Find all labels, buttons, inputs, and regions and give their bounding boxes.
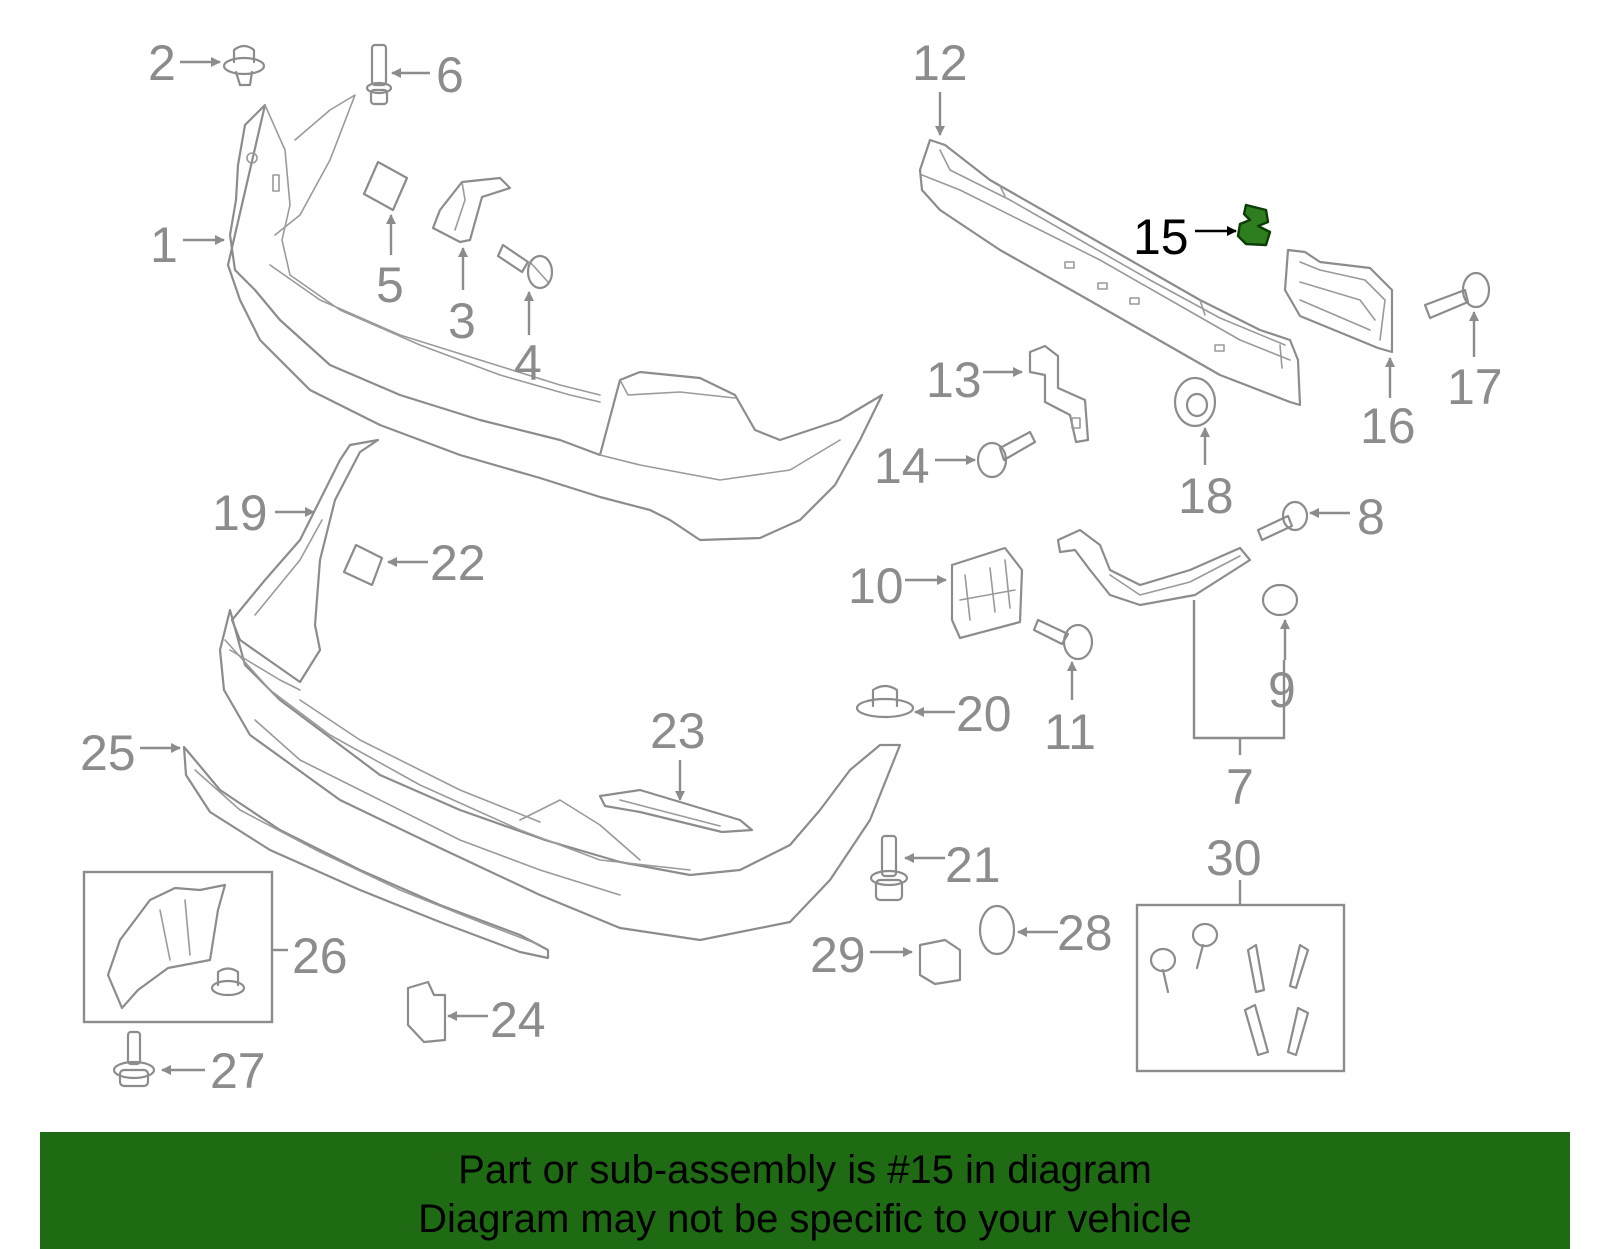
part-3-bracket (431, 176, 512, 244)
part-6-bolt (365, 43, 393, 106)
callout-29: 29 (810, 927, 866, 983)
callout-9: 9 (1268, 662, 1296, 718)
callout-28: 28 (1057, 905, 1113, 961)
callout-16: 16 (1360, 398, 1416, 454)
callout-2: 2 (148, 35, 176, 91)
callout-30: 30 (1206, 830, 1262, 886)
callout-27: 27 (210, 1043, 266, 1099)
part-30-hardware-kit (1135, 903, 1346, 1073)
lower-bumper-fascia (218, 608, 902, 942)
banner-line-part-number: Part or sub-assembly is #15 in diagram (458, 1148, 1152, 1192)
callout-1: 1 (150, 217, 178, 273)
part-26-group (82, 870, 274, 1024)
part-4-bolt (496, 243, 554, 290)
part-11-bolt (1032, 618, 1094, 661)
callout-23: 23 (650, 703, 706, 759)
callout-8: 8 (1357, 489, 1385, 545)
part-13-bracket (1028, 344, 1090, 444)
callout-25: 25 (80, 725, 136, 781)
part-14-bolt (976, 430, 1037, 479)
part-2-clip (222, 44, 266, 87)
part-15-highlighted (1236, 203, 1272, 247)
info-banner: Part or sub-assembly is #15 in diagram D… (40, 1132, 1570, 1249)
part-9-clip (1261, 583, 1299, 617)
part-27-bolt (112, 1030, 156, 1088)
part-1-bumper-cover (226, 94, 884, 542)
part-8-bolt (1256, 500, 1309, 542)
part-21-bolt (869, 834, 909, 902)
callout-4: 4 (514, 335, 542, 391)
banner-line-disclaimer: Diagram may not be specific to your vehi… (418, 1197, 1192, 1241)
part-7-bracket (1056, 528, 1252, 607)
callout-7: 7 (1226, 759, 1254, 815)
leader-lines (140, 57, 1479, 1075)
callout-3: 3 (448, 293, 476, 349)
part-28-ring (978, 904, 1016, 956)
callout-15: 15 (1133, 209, 1189, 265)
callout-24: 24 (490, 992, 546, 1048)
part-25-skirt (182, 745, 550, 960)
callout-20: 20 (956, 686, 1012, 742)
part-10-bracket (950, 546, 1024, 640)
part-24-bracket (406, 980, 447, 1044)
part-19-side-garnish (230, 438, 380, 684)
callout-5: 5 (376, 257, 404, 313)
part-17-bolt (1423, 271, 1491, 320)
part-18-nut (1173, 376, 1217, 428)
callout-14: 14 (874, 438, 930, 494)
part-12-reinforcement (918, 138, 1302, 407)
part-20-nut (855, 684, 915, 719)
callout-18: 18 (1178, 468, 1234, 524)
callout-11: 11 (1044, 704, 1096, 760)
part-16-bracket (1283, 248, 1394, 354)
callout-22: 22 (430, 535, 486, 591)
callout-labels: 2 6 1 5 3 4 12 15 16 17 13 14 18 8 19 22… (80, 35, 1503, 1099)
part-5-pad (362, 160, 409, 212)
callout-13: 13 (926, 352, 982, 408)
callout-12: 12 (912, 35, 968, 91)
callout-6: 6 (436, 47, 464, 103)
part-23-strip (598, 788, 754, 834)
callout-26: 26 (292, 928, 348, 984)
callout-10: 10 (848, 558, 904, 614)
callout-21: 21 (945, 837, 1001, 893)
part-29-pad (918, 938, 962, 986)
callout-19: 19 (212, 485, 268, 541)
callout-17: 17 (1447, 359, 1503, 415)
part-22-pad (342, 543, 384, 587)
